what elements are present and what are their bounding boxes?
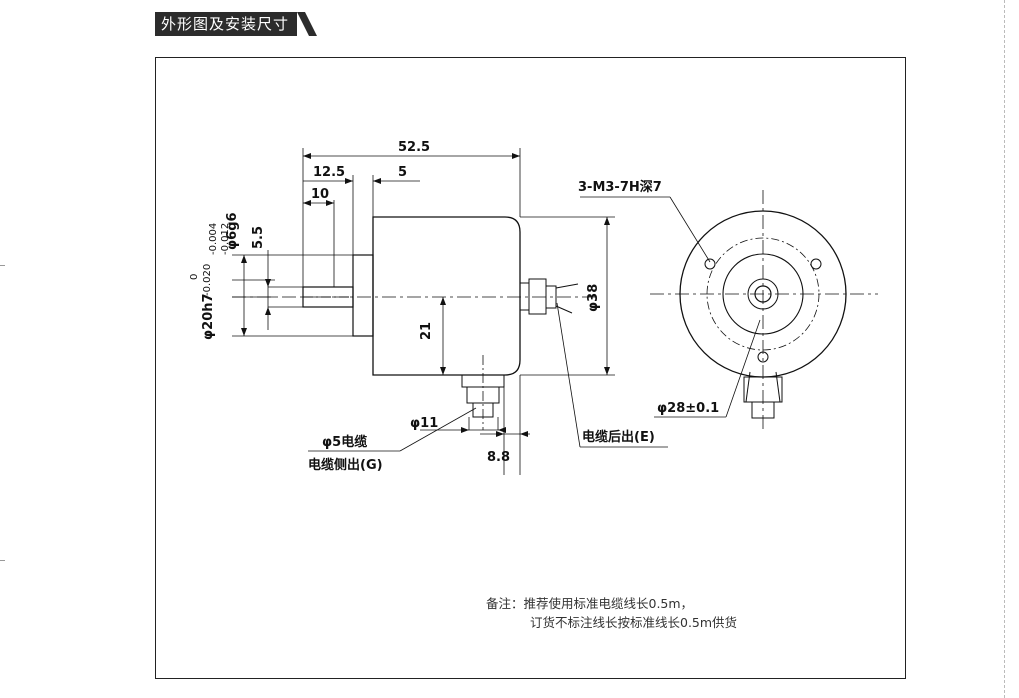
dim-overall-length: 52.5 (398, 140, 430, 155)
leader-lines (308, 196, 761, 452)
dim-5-5: 5.5 (251, 226, 266, 249)
side-tick (0, 560, 5, 561)
side-tick (0, 265, 5, 266)
dim-phi11: φ11 (410, 416, 438, 431)
mount-hole-spec: 3-M3-7H深7 (578, 179, 662, 195)
dim-spigot-tol-lower: -0.020 (202, 264, 213, 296)
rear-cable-gland (519, 278, 579, 315)
dim-shaft-dia: φ6g6 (225, 212, 240, 250)
dim-phi38: φ38 (586, 284, 601, 312)
label-cable-5: φ5电缆 (322, 434, 367, 450)
dim-12-5: 12.5 (313, 165, 345, 180)
dimension-phi38 (520, 216, 615, 376)
dim-8-8: 8.8 (487, 450, 510, 465)
label-cable-side: 电缆侧出(G) (308, 457, 383, 473)
section-header: 外形图及安装尺寸 (155, 12, 319, 36)
dim-shaft-tol-lower: -0.012 (220, 223, 231, 255)
label-cable-rear: 电缆后出(E) (582, 429, 655, 445)
dim-spigot-tol-upper: 0 (189, 274, 200, 280)
dim-shaft-tol-upper: -0.004 (208, 223, 219, 255)
header-slash-decoration (297, 12, 319, 36)
dim-5: 5 (398, 165, 407, 180)
note-line-2: 订货不标注线长按标准线长0.5m供货 (530, 615, 738, 630)
drawing-frame (155, 57, 906, 679)
dim-21: 21 (419, 322, 434, 340)
dim-10: 10 (311, 187, 329, 202)
pcd-spec: φ28±0.1 (657, 401, 719, 416)
encoder-body-side (302, 216, 521, 376)
arrowheads (241, 153, 610, 437)
section-title: 外形图及安装尺寸 (155, 12, 298, 36)
note-line-1: 备注：推荐使用标准电缆线长0.5m， (486, 596, 694, 611)
left-dimension-lines (232, 250, 353, 337)
page-edge-rule (1004, 0, 1006, 698)
dim-spigot-dia: φ20h7 (201, 293, 216, 340)
encoder-front-view (650, 190, 878, 430)
